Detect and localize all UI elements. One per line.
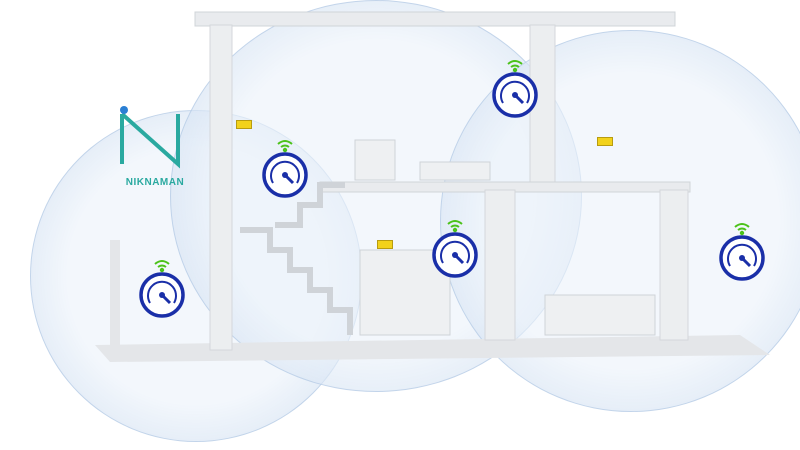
router-device-icon (377, 240, 393, 249)
speed-gauge-icon (139, 272, 185, 318)
speed-gauge-icon (492, 72, 538, 118)
speed-gauge-icon (719, 235, 765, 281)
wifi-signal-icon (277, 140, 293, 153)
logo-n-mark-icon (120, 106, 180, 169)
speed-gauge-icon (262, 152, 308, 198)
wifi-signal-icon (447, 220, 463, 233)
router-device-icon (236, 120, 252, 129)
speed-gauge-icon (432, 232, 478, 278)
logo-text: NIKNAMAN (125, 177, 185, 188)
niknaman-logo: NIKNAMAN (110, 104, 200, 188)
wifi-signal-icon (734, 223, 750, 236)
router-device-icon (597, 137, 613, 146)
wifi-signal-icon (154, 260, 170, 273)
wifi-signal-icon (507, 60, 523, 73)
